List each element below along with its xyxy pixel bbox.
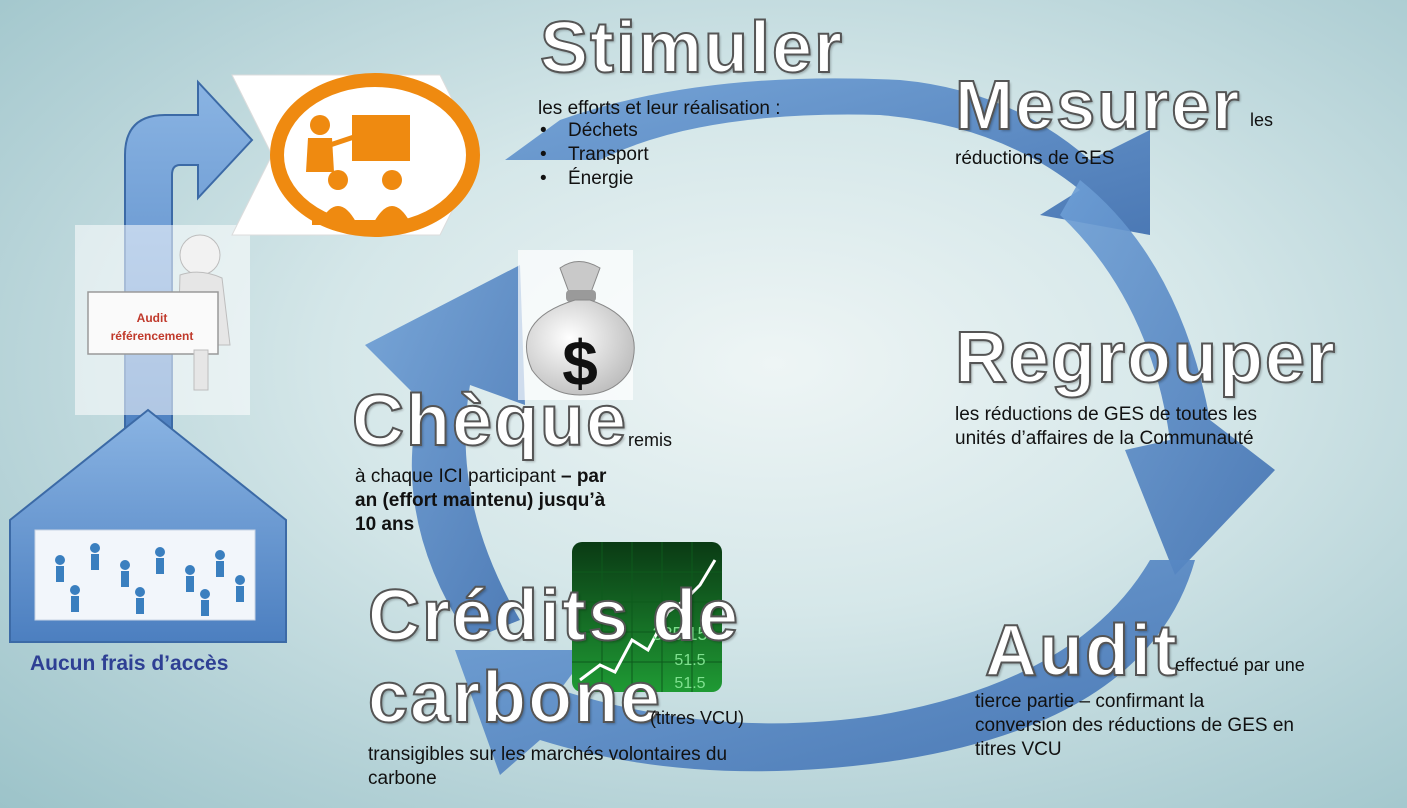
stimuler-heading: Stimuler bbox=[539, 8, 845, 88]
regrouper-heading: Regrouper bbox=[954, 318, 1338, 398]
chart-number-3: 51.5 bbox=[674, 675, 705, 692]
credits-text-line2: carbone bbox=[368, 768, 437, 789]
cheque-heading: Chèque bbox=[351, 381, 629, 461]
cheque-text-plain: à chaque ICI participant bbox=[355, 466, 556, 487]
network-people-icon bbox=[55, 543, 245, 616]
left-flow: Audit référencement bbox=[9, 79, 287, 643]
credits-suffix: (titres VCU) bbox=[650, 708, 744, 728]
audit-text-line2: conversion des réductions de GES en bbox=[975, 715, 1294, 736]
stimuler-item-energie: Énergie bbox=[540, 167, 649, 191]
audit-text-line3: titres VCU bbox=[975, 739, 1062, 760]
credits-text-line1: transigibles sur les marchés volontaires… bbox=[368, 744, 728, 765]
person-sign-icon bbox=[87, 234, 231, 391]
cheque-text-bold1: – par bbox=[560, 466, 607, 487]
audit-suffix: effectué par une bbox=[1175, 655, 1305, 675]
cheque-text-bold2: an (effort maintenu) jusqu’à bbox=[355, 490, 606, 511]
cycle-arrow-left bbox=[365, 265, 525, 640]
regrouper-text-line1: les réductions de GES de toutes les bbox=[955, 404, 1258, 425]
audit-heading: Audit bbox=[984, 611, 1179, 691]
stimuler-list: Déchets Transport Énergie bbox=[540, 119, 649, 191]
aucun-frais-label: Aucun frais d’accès bbox=[30, 652, 229, 675]
chart-number-1: 335.15 bbox=[652, 624, 707, 644]
audit-text-line1: tierce partie – confirmant la bbox=[975, 691, 1205, 712]
stock-chart-icon: 335.15 51.5 51.5 bbox=[572, 542, 722, 692]
sign-line2: référencement bbox=[111, 329, 194, 343]
cycle-arrow-right bbox=[1060, 180, 1275, 575]
cheque-suffix: remis bbox=[628, 430, 672, 450]
mesurer-text: réductions de GES bbox=[955, 148, 1115, 169]
stimuler-item-dechets: Déchets bbox=[540, 119, 649, 143]
presentation-icon bbox=[231, 73, 481, 237]
cheque-text-bold3: 10 ans bbox=[355, 514, 415, 535]
sign-line1: Audit bbox=[137, 311, 168, 325]
cycle-arrow-top bbox=[505, 78, 1150, 235]
credits-heading-line1: Crédits de bbox=[367, 576, 741, 656]
chart-number-2: 51.5 bbox=[674, 652, 705, 669]
cycle-arrows bbox=[365, 78, 1275, 775]
credits-heading-line2: carbone bbox=[367, 658, 663, 738]
stimuler-text: les efforts et leur réalisation : bbox=[538, 98, 781, 119]
mesurer-suffix: les bbox=[1250, 110, 1274, 130]
cycle-arrow-bottom bbox=[455, 560, 1195, 775]
stimuler-item-transport: Transport bbox=[540, 143, 649, 167]
cheque-text: à chaque ICI participant – par bbox=[355, 465, 715, 489]
regrouper-text-line2: unités d’affaires de la Communauté bbox=[955, 428, 1254, 449]
money-bag-icon: $ bbox=[518, 250, 635, 400]
svg-text:$: $ bbox=[562, 327, 598, 399]
mesurer-heading: Mesurer bbox=[954, 66, 1242, 144]
